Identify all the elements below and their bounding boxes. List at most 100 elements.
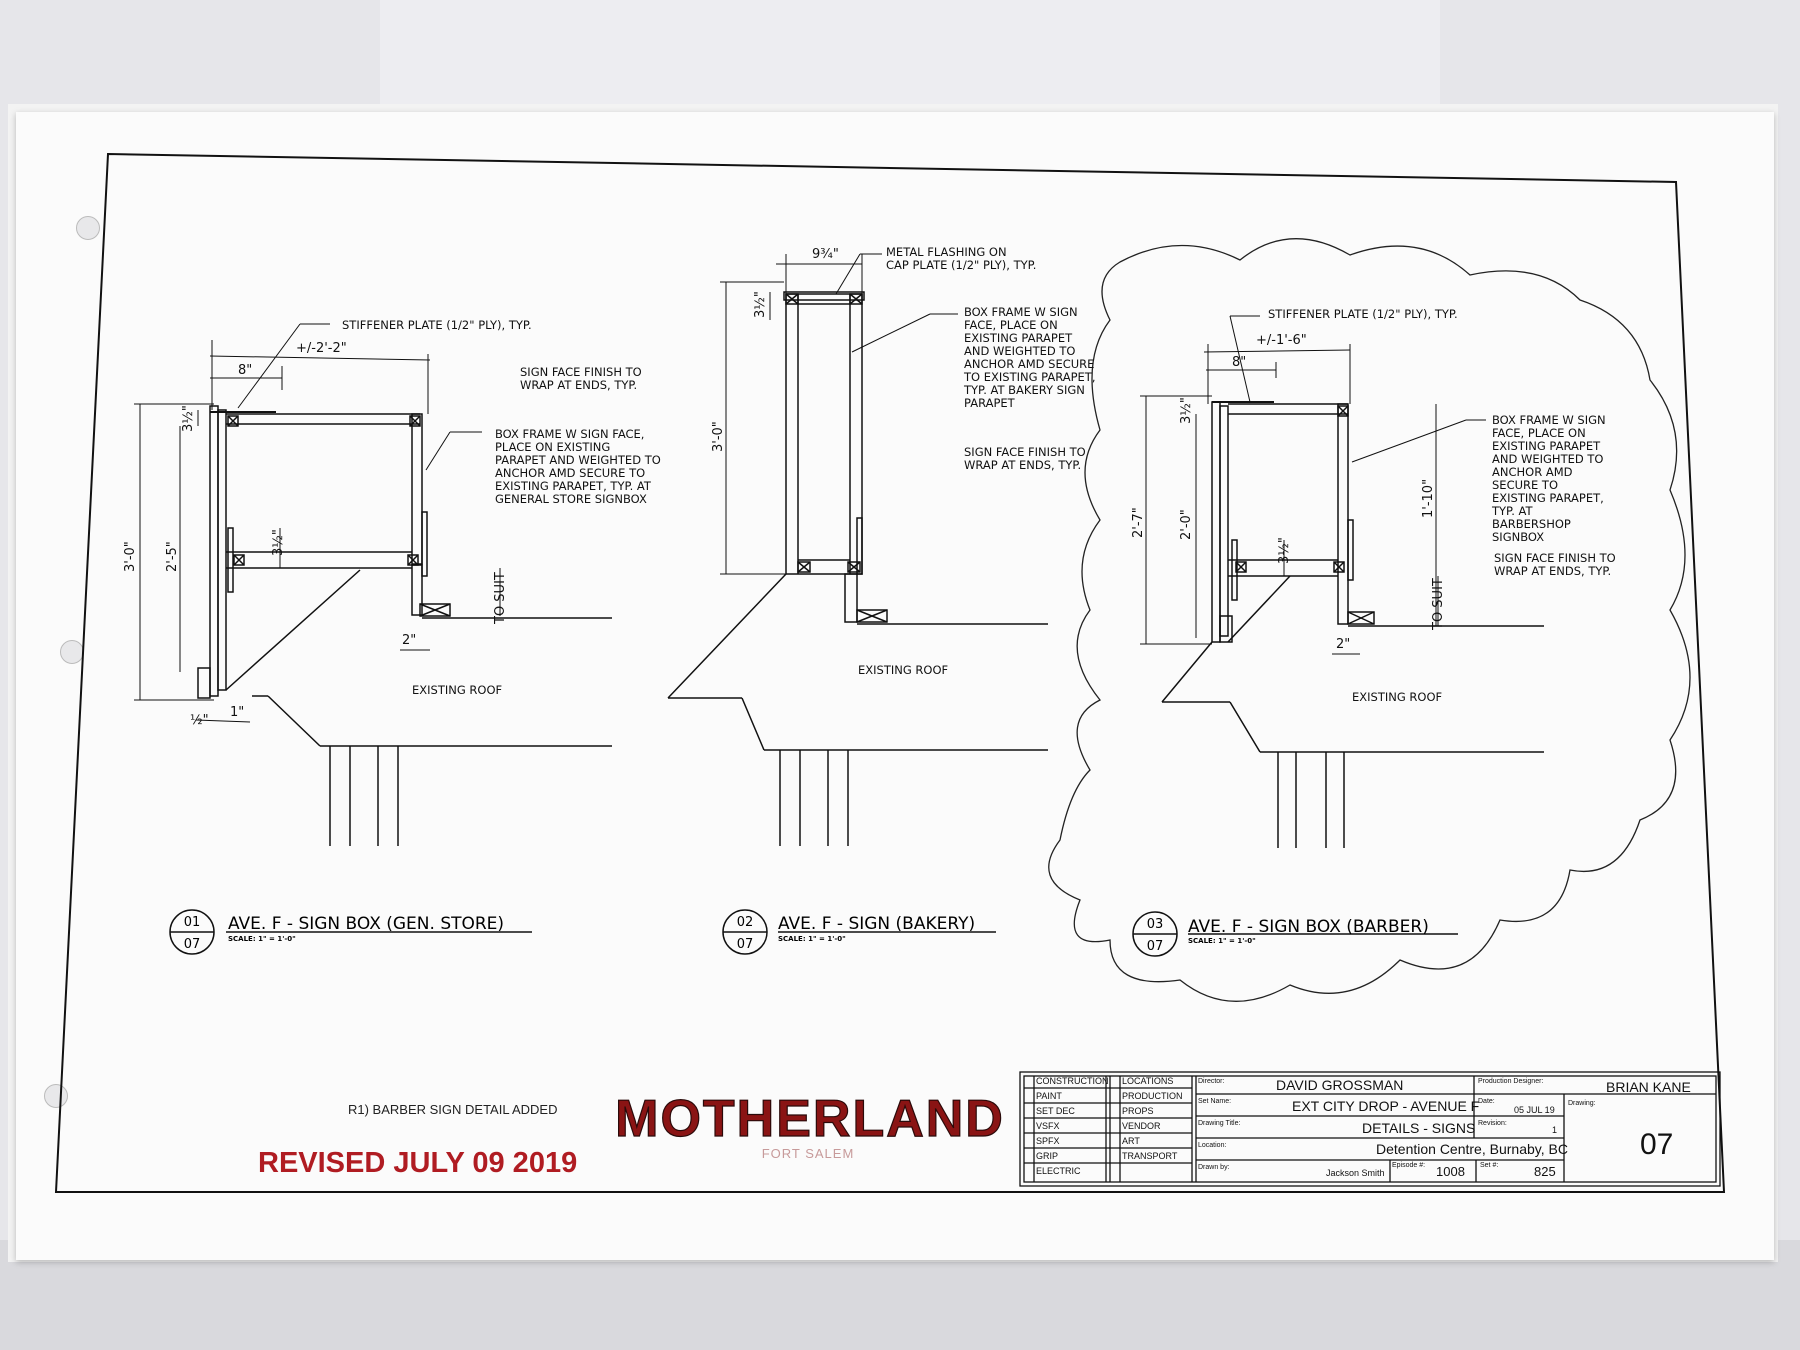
location-label: Location: [1198,1142,1226,1149]
to-suit-dim: TO SUIT [493,572,508,625]
department-grip: GRIP [1036,1151,1058,1161]
set-number-label: Set #: [1480,1162,1498,1169]
box-note-line: ANCHOR AMD [1492,465,1573,479]
dim-3-1-2-stiffener: 3½" [1277,537,1292,564]
director-name: DAVID GROSSMAN [1276,1077,1403,1093]
motherland-logo: MOTHERLAND [615,1090,1005,1148]
box-note-line: TO EXISTING PARAPET, [963,370,1096,384]
detail-title: AVE. F - SIGN (BAKERY) [778,914,975,934]
binder-hole [76,216,100,240]
box-note-line: ANCHOR AMD SECURE [964,357,1094,371]
sign-face-note-line1: SIGN FACE FINISH TO [1494,551,1616,565]
detail-03-annotations: STIFFENER PLATE (1/2" PLY), TYP. +/-1'-6… [1131,307,1616,954]
drawing-number: 07 [1640,1128,1673,1161]
set-name-label: Set Name: [1198,1098,1231,1105]
total-height-dim: 3'-0" [123,541,138,572]
department-construction: CONSTRUCTION [1036,1076,1109,1086]
revision-note: R1) BARBER SIGN DETAIL ADDED [348,1102,558,1117]
revised-stamp: REVISED JULY 09 2019 [258,1147,577,1179]
box-note-line: TYP. AT [1491,504,1533,518]
box-note-line: FACE, PLACE ON [964,318,1058,332]
dim-1: 1" [230,705,244,720]
detail-tag-number: 03 [1147,917,1164,932]
box-note-line: AND WEIGHTED TO [1492,452,1603,466]
department-production: PRODUCTION [1122,1091,1183,1101]
dim-2: 2" [1336,637,1350,652]
dim-3-1-2-stiffener: 3½" [271,529,286,556]
binder-hole [44,1084,68,1108]
detail-tag-sheet: 07 [1147,939,1164,954]
width-8-dim: 8" [238,363,252,378]
box-note-line: EXISTING PARAPET, [1492,491,1604,505]
stiffener-note: STIFFENER PLATE (1/2" PLY), TYP. [342,318,532,332]
department-locations: LOCATIONS [1122,1076,1173,1086]
director-label: Director: [1198,1078,1225,1085]
revision-cloud [1048,238,1691,1002]
box-note-line: PARAPET AND WEIGHTED TO [495,453,661,467]
detail-title: AVE. F - SIGN BOX (GEN. STORE) [228,914,504,934]
box-note-line: SIGNBOX [1492,530,1544,544]
sign-face-note-line1: SIGN FACE FINISH TO [520,365,642,379]
right-height-dim: 1'-10" [1421,479,1436,518]
department-vendor: VENDOR [1122,1121,1161,1131]
title-block [1019,1071,1721,1187]
detail-tag-sheet: 07 [737,937,754,952]
set-number: 825 [1534,1164,1556,1179]
flashing-note-line1: METAL FLASHING ON [886,245,1007,259]
detail-scale: SCALE: 1" = 1'-0" [1188,937,1256,945]
detail-title: AVE. F - SIGN BOX (BARBER) [1188,917,1429,937]
box-note-line: EXISTING PARAPET, TYP. AT [495,479,652,493]
department-transport: TRANSPORT [1122,1151,1178,1161]
sign-face-note-line2: WRAP AT ENDS, TYP. [964,458,1081,472]
date-label: Date: [1478,1098,1495,1105]
box-note-line: ANCHOR AMD SECURE TO [495,466,645,480]
department-spfx: SPFX [1036,1136,1060,1146]
department-set-dec: SET DEC [1036,1106,1075,1116]
detail-scale: SCALE: 1" = 1'-0" [778,935,846,943]
drawn-by-name: Jackson Smith [1326,1168,1385,1178]
dim-2: 2" [402,633,416,648]
box-note-line: GENERAL STORE SIGNBOX [495,492,647,506]
box-note-line: BOX FRAME W SIGN FACE, [495,427,644,441]
department-paint: PAINT [1036,1091,1062,1101]
sign-face-note-line2: WRAP AT ENDS, TYP. [520,378,637,392]
width-8-dim: 8" [1232,355,1246,370]
drawing-title-label: Drawing Title: [1198,1120,1240,1127]
inner-height-dim: 2'-5" [165,541,180,572]
box-note-line: BARBERSHOP [1492,517,1571,531]
revision-label: Revision: [1478,1120,1507,1127]
detail-03-drawing [1140,315,1544,848]
department-electric: ELECTRIC [1036,1166,1081,1176]
episode-label: Episode #: [1392,1162,1425,1169]
episode-number: 1008 [1436,1164,1465,1179]
box-note-line: PLACE ON EXISTING [495,440,610,454]
drawing-title: DETAILS - SIGNS [1362,1120,1475,1136]
sheet-border [54,152,1726,1193]
detail-02-drawing [667,253,1048,846]
box-note-line: TYP. AT BAKERY SIGN [963,383,1085,397]
department-art: ART [1122,1136,1140,1146]
overall-width-dim: +/-2'-2" [296,341,347,356]
box-note-line: FACE, PLACE ON [1492,426,1586,440]
dim-3-1-2: 3½" [753,291,768,318]
box-note-line: BOX FRAME W SIGN [964,305,1078,319]
existing-roof-label: EXISTING ROOF [1352,690,1442,704]
department-vsfx: VSFX [1036,1121,1060,1131]
box-note-line: SECURE TO [1492,478,1558,492]
existing-roof-label: EXISTING ROOF [412,683,502,697]
location-value: Detention Centre, Burnaby, BC [1376,1141,1568,1157]
inner-height-dim: 2'-0" [1179,509,1194,540]
detail-02-annotations: 9¾" METAL FLASHING ON CAP PLATE (1/2" PL… [711,245,1096,952]
sign-face-note-line2: WRAP AT ENDS, TYP. [1494,564,1611,578]
flashing-note-line2: CAP PLATE (1/2" PLY), TYP. [886,258,1036,272]
logo-subtitle: FORT SALEM [762,1146,855,1161]
total-height-dim: 2'-7" [1131,507,1146,538]
revision-number: 1 [1552,1125,1557,1135]
drawn-by-label: Drawn by: [1198,1164,1230,1171]
stiffener-note: STIFFENER PLATE (1/2" PLY), TYP. [1268,307,1458,321]
date-value: 05 JUL 19 [1514,1105,1555,1115]
sign-face-note-line1: SIGN FACE FINISH TO [964,445,1086,459]
existing-roof-label: EXISTING ROOF [858,663,948,677]
set-name: EXT CITY DROP - AVENUE F [1292,1098,1479,1114]
detail-scale: SCALE: 1" = 1'-0" [228,935,296,943]
